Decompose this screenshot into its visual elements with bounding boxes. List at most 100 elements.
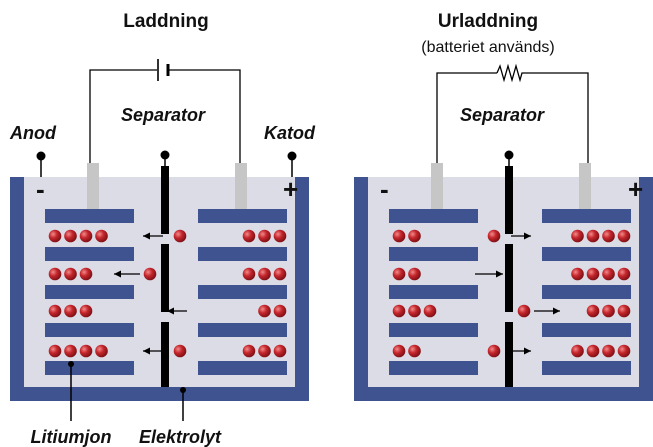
lithium-ion [617, 304, 631, 318]
lithium-ion [79, 344, 93, 358]
lithium-ion [48, 267, 62, 281]
lithium-ion [392, 267, 406, 281]
anode-terminal [431, 163, 443, 209]
lithium-ion [258, 267, 271, 281]
lithium-ion [617, 229, 631, 243]
lithium-ion [48, 344, 62, 358]
charging-title: Laddning [123, 11, 208, 32]
lithium-ion [79, 229, 93, 243]
separator-pointer-dot [160, 150, 170, 160]
lithium-ion [64, 344, 77, 358]
charging-circuit [89, 69, 241, 163]
lithium-ion [408, 229, 421, 243]
lithium-ion [242, 344, 256, 358]
anode-plate [389, 361, 478, 375]
arrow-icon [114, 270, 121, 278]
ion-pointer [68, 361, 74, 421]
arrow-icon [524, 232, 531, 240]
separator-pointer-dot [504, 150, 514, 160]
cathode-plate [542, 361, 631, 375]
resistor-icon [496, 63, 525, 83]
arrow-icon [143, 347, 150, 355]
cathode-plate [542, 285, 631, 299]
lithium-ion [173, 229, 187, 243]
lithium-ion [586, 304, 600, 318]
lithium-ion [617, 344, 631, 358]
lithium-ion [408, 344, 421, 358]
lithium-ion [273, 304, 287, 318]
cathode-plate [198, 361, 287, 375]
anode-plate [45, 285, 134, 299]
lithium-ion [64, 304, 77, 318]
lithium-ion [602, 304, 615, 318]
anode-pointer [36, 151, 46, 178]
lithium-ion [143, 267, 157, 281]
lithium-ion [64, 267, 77, 281]
lithium-ion [571, 267, 584, 281]
lithium-ion [586, 229, 600, 243]
cathode-terminal [235, 163, 247, 209]
lithium-ion [487, 229, 501, 243]
charging-anode-sign: - [36, 174, 45, 204]
lithium-ion [48, 304, 62, 318]
lithium-ion [173, 344, 187, 358]
anode-plate [389, 285, 478, 299]
arrow-icon [553, 307, 560, 315]
anode-plate [45, 323, 134, 337]
anode-plate [45, 247, 134, 261]
discharging-cathode-sign: + [628, 174, 643, 204]
anode-plate [45, 361, 134, 375]
charging-separator-label: Separator [121, 105, 206, 125]
lithium-ion [79, 267, 93, 281]
lithium-ion [586, 267, 600, 281]
lithium-ion [64, 229, 77, 243]
anode-label: Anod [9, 123, 57, 143]
electrolyte-label: Elektrolyt [139, 427, 222, 447]
electrolyte [368, 177, 639, 387]
discharging-cell [354, 150, 653, 401]
lithium-ion [273, 344, 287, 358]
lithium-ion [392, 304, 406, 318]
cathode-plate [198, 285, 287, 299]
lithium-ion [242, 229, 256, 243]
lithium-ion [258, 229, 271, 243]
cathode-plate [542, 209, 631, 223]
discharging-separator-label: Separator [460, 105, 545, 125]
lithium-ion [487, 344, 501, 358]
arrow-icon [167, 307, 174, 315]
lithium-ion [95, 229, 108, 243]
lithium-ion [602, 267, 615, 281]
cathode-terminal [579, 163, 591, 209]
discharging-circuit [436, 72, 589, 163]
lithium-ion [95, 344, 108, 358]
lithium-ion [602, 229, 615, 243]
lithium-ion [586, 344, 600, 358]
lithium-ion [423, 304, 437, 318]
lithium-ion [408, 267, 421, 281]
anode-plate [389, 209, 478, 223]
lithium-ion [48, 229, 62, 243]
arrow-icon [524, 347, 531, 355]
lithium-ion [258, 304, 271, 318]
cathode-plate [198, 323, 287, 337]
lithium-ion [571, 229, 584, 243]
anode-plate [389, 247, 478, 261]
lithium-ion [273, 229, 287, 243]
lithium-ion [273, 267, 287, 281]
anode-terminal [87, 163, 99, 209]
lithium-ion [408, 304, 421, 318]
charging-cathode-sign: + [283, 174, 298, 204]
lithium-ion [392, 344, 406, 358]
lithium-ion [602, 344, 615, 358]
lithium-ion [242, 267, 256, 281]
charging-cell [10, 150, 309, 401]
electrolyte [24, 177, 295, 387]
electrolyte-pointer [180, 387, 186, 421]
cathode-plate [542, 247, 631, 261]
arrow-icon [496, 270, 503, 278]
discharging-subtitle: (batteriet används) [421, 39, 554, 56]
anode-plate [389, 323, 478, 337]
anode-plate [45, 209, 134, 223]
cathode-plate [198, 247, 287, 261]
